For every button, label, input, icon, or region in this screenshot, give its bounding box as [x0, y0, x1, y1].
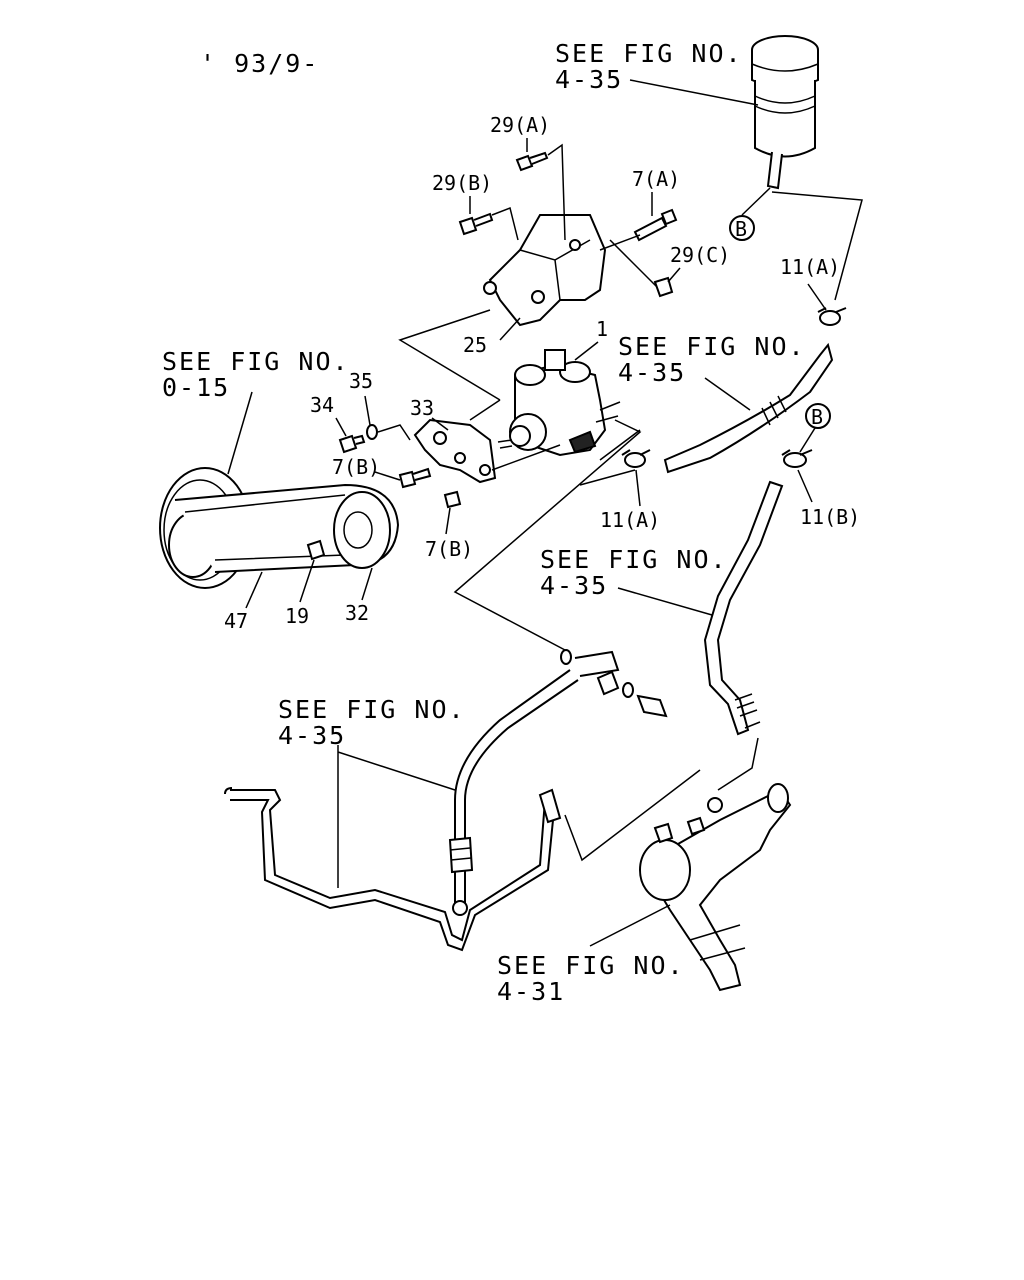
adjusting-bracket: [413, 418, 497, 484]
callout-47: 47: [224, 609, 248, 633]
svg-text:B: B: [735, 217, 747, 241]
bolt-7b-lower: [443, 490, 462, 509]
callout-19: 19: [285, 604, 309, 628]
see-fig-label: SEE FIG NO.: [555, 39, 743, 68]
callout-11a-lower: 11(A): [600, 508, 660, 532]
callout-35: 35: [349, 369, 373, 393]
see-fig-ref-pipe: 4-35: [278, 721, 346, 750]
see-fig-ref-gear: 4-31: [497, 977, 565, 1006]
connection-marker-b: B: [729, 215, 755, 241]
hose-clamp-11b: [781, 449, 813, 468]
callout-1: 1: [596, 317, 608, 341]
see-fig-label: SEE FIG NO.: [162, 347, 350, 376]
see-fig-ref-pressure-hose: 4-35: [540, 571, 608, 600]
steering-gear-box: [639, 783, 792, 992]
callout-7b-lower: 7(B): [425, 537, 473, 561]
hose-clamp-11a-upper: [817, 307, 847, 326]
return-hose: [663, 342, 834, 474]
bolt-29b: [458, 212, 494, 236]
svg-text:B: B: [811, 405, 823, 429]
see-fig-label: SEE FIG NO.: [618, 332, 806, 361]
bolt-29c: [653, 276, 674, 298]
callout-29c: 29(C): [670, 243, 730, 267]
bolt-34: [338, 434, 366, 454]
callout-25: 25: [463, 333, 487, 357]
hose-clamp-11a-lower: [621, 449, 651, 468]
callout-11a-upper: 11(A): [780, 255, 840, 279]
pressure-hose: [703, 480, 784, 736]
pump-pulley: [333, 491, 391, 569]
callout-7a: 7(A): [632, 167, 680, 191]
pump-bracket: [483, 214, 607, 327]
see-fig-ref-return-hose: 4-35: [618, 358, 686, 387]
bolt-7a: [633, 208, 678, 242]
callout-34: 34: [310, 393, 334, 417]
callout-11b: 11(B): [800, 505, 860, 529]
see-fig-label: SEE FIG NO.: [497, 951, 685, 980]
reservoir-tank: [751, 35, 819, 190]
connection-marker-b: B: [805, 403, 831, 429]
see-fig-label: SEE FIG NO.: [540, 545, 728, 574]
see-fig-ref-pulley: 0-15: [162, 373, 230, 402]
callout-29b: 29(B): [432, 171, 492, 195]
bolt-7b-upper: [398, 467, 432, 489]
return-pipe-assembly: [224, 669, 579, 952]
date-code: ' 93/9-: [200, 49, 319, 78]
callout-7b-upper: 7(B): [332, 455, 380, 479]
callout-29a: 29(A): [490, 113, 550, 137]
callout-33: 33: [410, 396, 434, 420]
banjo-fitting: [560, 649, 668, 718]
washer-35: [366, 424, 378, 440]
pulley-nut: [306, 539, 326, 561]
power-steering-pump: [497, 349, 621, 457]
see-fig-ref-reservoir: 4-35: [555, 65, 623, 94]
see-fig-label: SEE FIG NO.: [278, 695, 466, 724]
callout-32: 32: [345, 601, 369, 625]
bolt-29a: [515, 151, 549, 172]
